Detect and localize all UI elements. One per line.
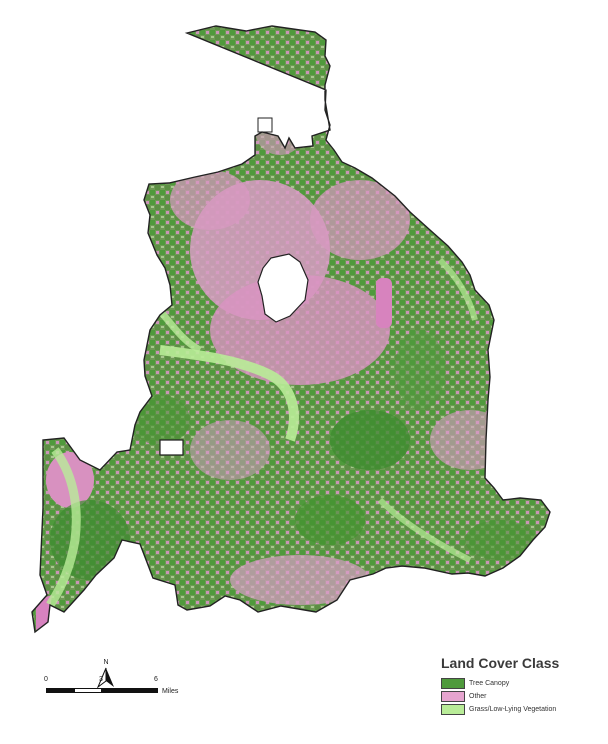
scale-units: Miles [162,688,179,695]
legend-swatch [441,678,465,689]
north-label: N [103,659,109,666]
scale-tick: 0 [44,676,48,683]
legend: Land Cover Class Tree Canopy Other Grass… [441,655,601,716]
legend-item: Grass/Low-Lying Vegetation [441,703,601,716]
legend-label: Tree Canopy [469,680,510,687]
north-arrow: N [96,659,116,691]
legend-item: Tree Canopy [441,677,601,690]
excluded-area [159,439,184,456]
legend-swatch [441,704,465,715]
legend-label: Other [469,693,487,700]
scale-tick: 3 [99,676,103,683]
scale-segment [74,688,102,693]
scale-tick: 6 [154,676,158,683]
legend-label: Grass/Low-Lying Vegetation [469,706,557,713]
scale-segment [46,688,74,693]
legend-swatch [441,691,465,702]
scale-bar: 0 3 6 Miles [44,676,184,706]
legend-item: Other [441,690,601,703]
legend-title: Land Cover Class [441,655,560,671]
scale-segment [102,688,158,693]
north-arrow-icon [96,667,114,689]
excluded-area [257,117,273,133]
excluded-area [257,253,309,323]
